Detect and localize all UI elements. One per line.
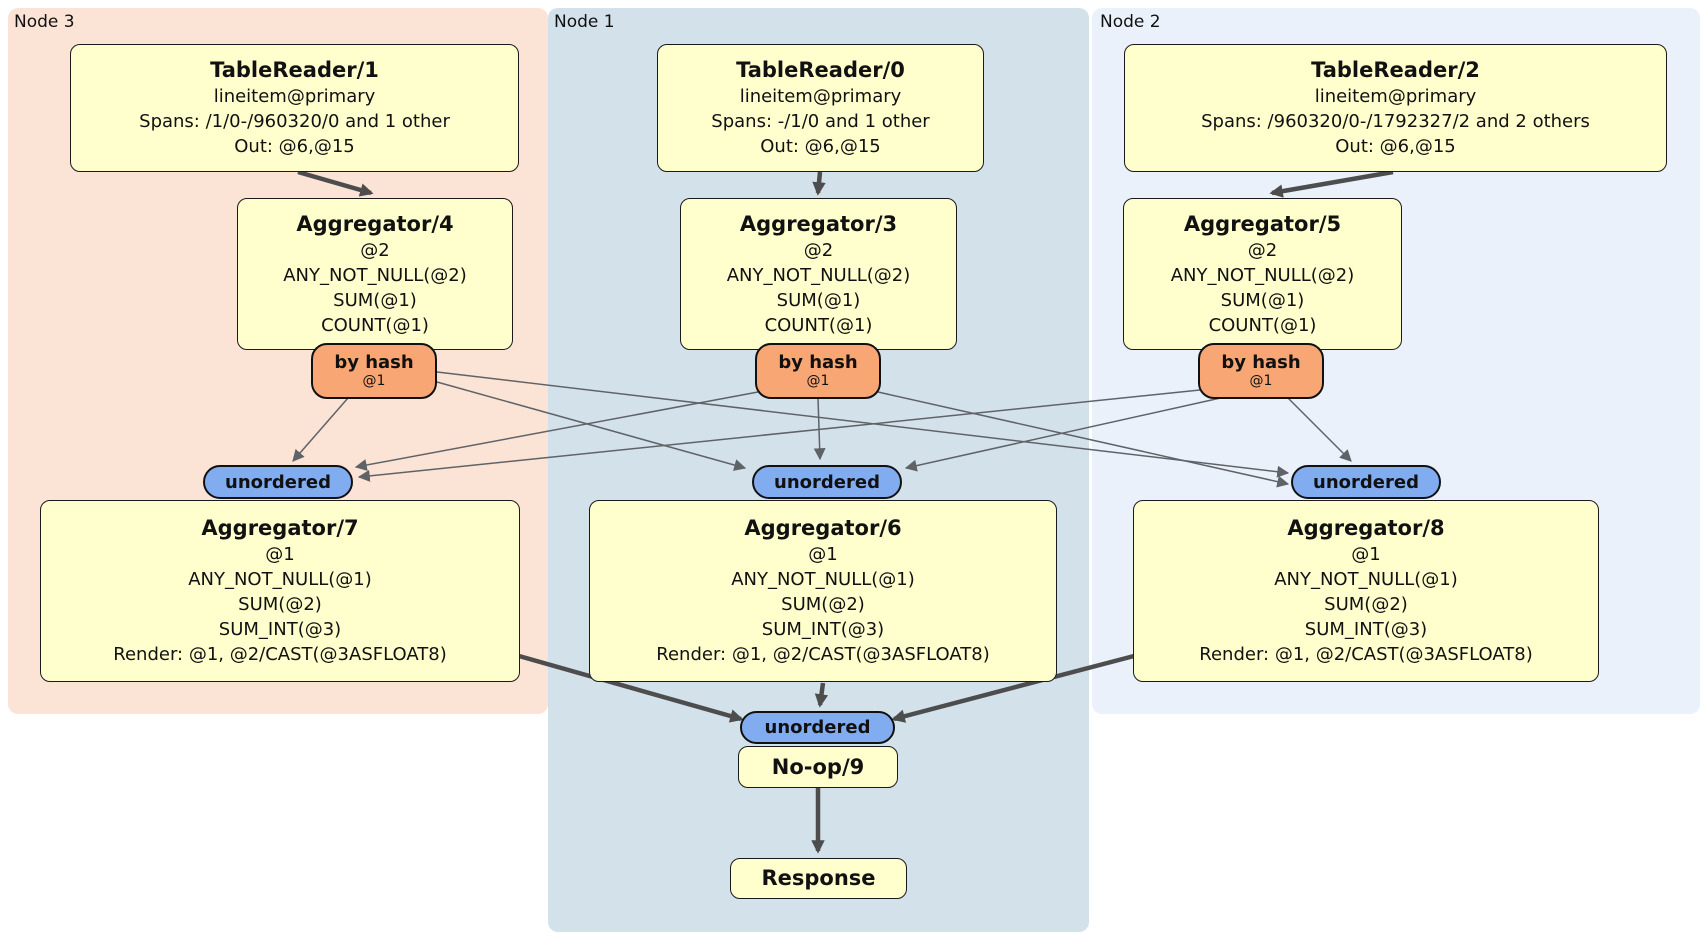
edge-agg7-finalsync — [518, 653, 744, 723]
processor-aggregator-3: Aggregator/3 @2 ANY_NOT_NULL(@2) SUM(@1)… — [680, 198, 957, 350]
processor-detail: @2 — [803, 239, 834, 261]
processor-detail: lineitem@primary — [739, 86, 902, 107]
processor-title: Aggregator/6 — [744, 516, 902, 540]
processor-detail: ANY_NOT_NULL(@1) — [731, 569, 915, 590]
processor-noop-9: No-op/9 — [738, 746, 898, 788]
edge-agg6-finalsync — [814, 682, 829, 708]
router-detail: @1 — [806, 373, 830, 389]
edge-router3-sync2 — [436, 371, 1290, 478]
edge-router2-sync1 — [904, 396, 1226, 472]
processor-detail: lineitem@primary — [213, 86, 376, 107]
edge-agg8-finalsync — [891, 653, 1135, 723]
processor-detail: SUM(@1) — [1220, 289, 1305, 311]
edge-tr2-agg5 — [1269, 169, 1394, 198]
router-detail: @1 — [1249, 373, 1273, 389]
processor-detail: Render: @1, @2/CAST(@3ASFLOAT8) — [113, 644, 447, 665]
edge-tr0-agg3 — [812, 171, 826, 196]
processor-detail: ANY_NOT_NULL(@1) — [1274, 569, 1458, 590]
router-label: by hash — [334, 352, 414, 373]
edge-router3-sync3 — [292, 397, 349, 462]
unordered-sync-node3: unordered — [203, 465, 353, 499]
processor-title: TableReader/0 — [736, 58, 905, 82]
processor-tablereader-0: TableReader/0 lineitem@primary Spans: -/… — [657, 44, 984, 172]
hash-router-node1: by hash @1 — [755, 343, 881, 399]
processor-detail: Render: @1, @2/CAST(@3ASFLOAT8) — [1199, 644, 1533, 665]
processor-detail: COUNT(@1) — [1208, 314, 1317, 336]
processor-title: Aggregator/7 — [201, 516, 359, 540]
edge-router1-sync3 — [354, 391, 759, 471]
processor-detail: SUM_INT(@3) — [761, 619, 885, 640]
sync-label: unordered — [774, 471, 880, 493]
hash-router-node2: by hash @1 — [1198, 343, 1324, 399]
processor-detail: ANY_NOT_NULL(@2) — [1170, 264, 1355, 286]
sync-label: unordered — [225, 471, 331, 493]
edge-router2-sync2 — [1286, 396, 1352, 462]
processor-detail: @1 — [1351, 544, 1381, 565]
processor-detail: Spans: /1/0-/960320/0 and 1 other — [139, 111, 450, 132]
processor-detail: SUM(@1) — [776, 289, 861, 311]
edge-tr1-agg4 — [297, 169, 374, 197]
processor-detail: SUM_INT(@3) — [1304, 619, 1428, 640]
response-box: Response — [730, 858, 907, 899]
processor-tablereader-1: TableReader/1 lineitem@primary Spans: /1… — [70, 44, 519, 172]
node3-label: Node 3 — [14, 12, 75, 32]
processor-detail: SUM(@2) — [1324, 594, 1408, 615]
sync-label: unordered — [1313, 471, 1419, 493]
processor-detail: COUNT(@1) — [321, 314, 429, 336]
edge-router1-sync1 — [813, 397, 826, 461]
processor-detail: ANY_NOT_NULL(@2) — [726, 264, 911, 286]
processor-aggregator-6: Aggregator/6 @1 ANY_NOT_NULL(@1) SUM(@2)… — [589, 500, 1057, 682]
processor-detail: COUNT(@1) — [764, 314, 873, 336]
node2-label: Node 2 — [1100, 12, 1161, 32]
processor-detail: Spans: -/1/0 and 1 other — [711, 111, 930, 132]
processor-aggregator-4: Aggregator/4 @2 ANY_NOT_NULL(@2) SUM(@1)… — [237, 198, 513, 350]
processor-aggregator-5: Aggregator/5 @2 ANY_NOT_NULL(@2) SUM(@1)… — [1123, 198, 1402, 350]
processor-detail: SUM(@2) — [781, 594, 865, 615]
processor-tablereader-2: TableReader/2 lineitem@primary Spans: /9… — [1124, 44, 1667, 172]
processor-title: Aggregator/8 — [1287, 516, 1445, 540]
processor-title: TableReader/1 — [210, 58, 379, 82]
router-label: by hash — [1221, 352, 1301, 373]
processor-detail: lineitem@primary — [1314, 86, 1477, 107]
processor-detail: Out: @6,@15 — [1335, 136, 1456, 157]
processor-detail: Out: @6,@15 — [234, 136, 355, 157]
processor-detail: SUM(@1) — [333, 289, 417, 311]
hash-router-node3: by hash @1 — [311, 343, 437, 399]
processor-title: Aggregator/5 — [1183, 211, 1342, 236]
processor-detail: ANY_NOT_NULL(@2) — [283, 264, 467, 286]
unordered-sync-node2: unordered — [1291, 465, 1441, 499]
processor-detail: SUM(@2) — [238, 594, 322, 615]
processor-title: Response — [761, 866, 876, 890]
processor-detail: SUM_INT(@3) — [218, 619, 342, 640]
edge-router3-sync1 — [436, 381, 747, 471]
processor-title: No-op/9 — [771, 754, 865, 779]
processor-detail: Render: @1, @2/CAST(@3ASFLOAT8) — [656, 644, 990, 665]
processor-detail: Spans: /960320/0-/1792327/2 and 2 others — [1201, 111, 1590, 132]
processor-title: Aggregator/4 — [296, 211, 454, 236]
edge-router1-sync2 — [877, 391, 1290, 488]
processor-detail: @1 — [808, 544, 838, 565]
sync-label: unordered — [764, 717, 871, 738]
unordered-sync-final: unordered — [740, 711, 895, 744]
processor-detail: @2 — [360, 239, 390, 261]
processor-detail: @1 — [265, 544, 295, 565]
processor-aggregator-8: Aggregator/8 @1 ANY_NOT_NULL(@1) SUM(@2)… — [1133, 500, 1599, 682]
processor-detail: @2 — [1247, 239, 1278, 261]
router-detail: @1 — [362, 373, 386, 389]
node1-label: Node 1 — [554, 12, 615, 32]
router-label: by hash — [778, 352, 858, 373]
unordered-sync-node1: unordered — [752, 465, 902, 499]
edge-router2-sync3 — [357, 389, 1201, 482]
processor-detail: Out: @6,@15 — [760, 136, 881, 157]
processor-title: TableReader/2 — [1311, 58, 1480, 82]
processor-detail: ANY_NOT_NULL(@1) — [188, 569, 372, 590]
processor-title: Aggregator/3 — [739, 211, 898, 236]
processor-aggregator-7: Aggregator/7 @1 ANY_NOT_NULL(@1) SUM(@2)… — [40, 500, 520, 682]
